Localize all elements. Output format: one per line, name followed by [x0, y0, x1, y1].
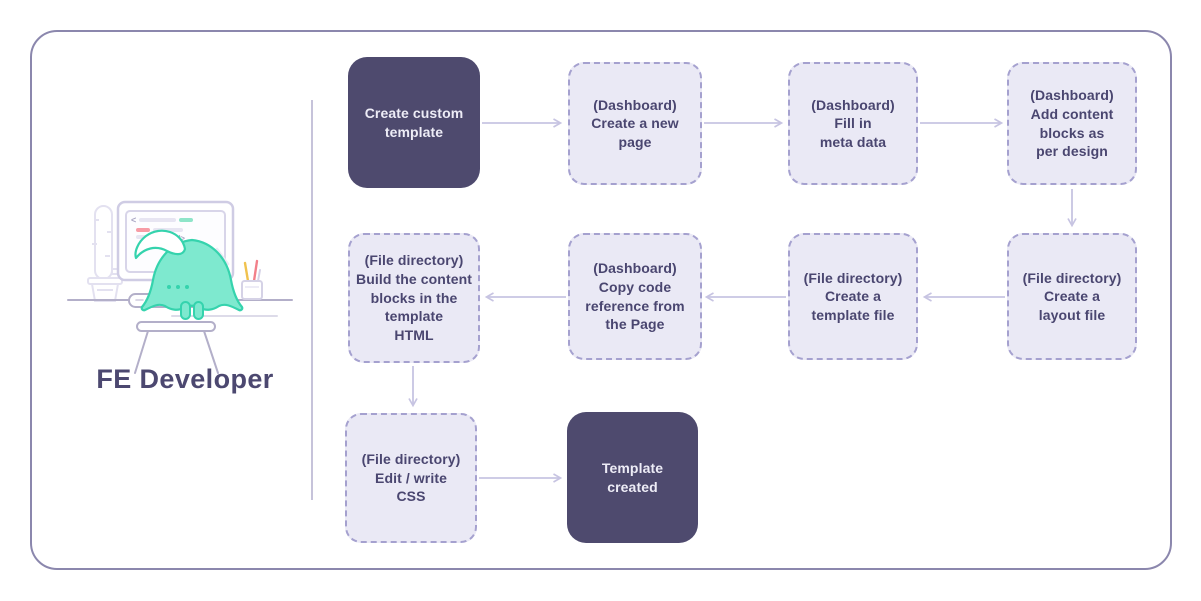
flow-node-create-new-page: (Dashboard) Create a new page — [568, 62, 702, 185]
flow-node-template-created: Template created — [567, 412, 698, 543]
flow-node-build-content-blocks: (File directory) Build the content block… — [348, 233, 480, 363]
outer-frame — [30, 30, 1172, 570]
actor-label: FE Developer — [96, 364, 274, 394]
pen-cup-icon — [241, 259, 263, 300]
flow-node-create-layout-file: (File directory) Create a layout file — [1007, 233, 1137, 360]
flow-node-copy-code-reference: (Dashboard) Copy code reference from the… — [568, 233, 702, 360]
mascot-icon — [134, 229, 244, 320]
flow-node-add-content-blocks: (Dashboard) Add content blocks as per de… — [1007, 62, 1137, 185]
flow-node-create-custom-template: Create custom template — [348, 57, 480, 188]
stool-icon — [134, 321, 219, 374]
flow-node-edit-write-css: (File directory) Edit / write CSS — [345, 413, 477, 543]
code-open-glyph: < — [131, 215, 136, 225]
developer-illustration: < /> — [67, 200, 293, 374]
flow-node-fill-in-meta-data: (Dashboard) Fill in meta data — [788, 62, 918, 185]
flow-node-create-template-file: (File directory) Create a template file — [788, 233, 918, 360]
